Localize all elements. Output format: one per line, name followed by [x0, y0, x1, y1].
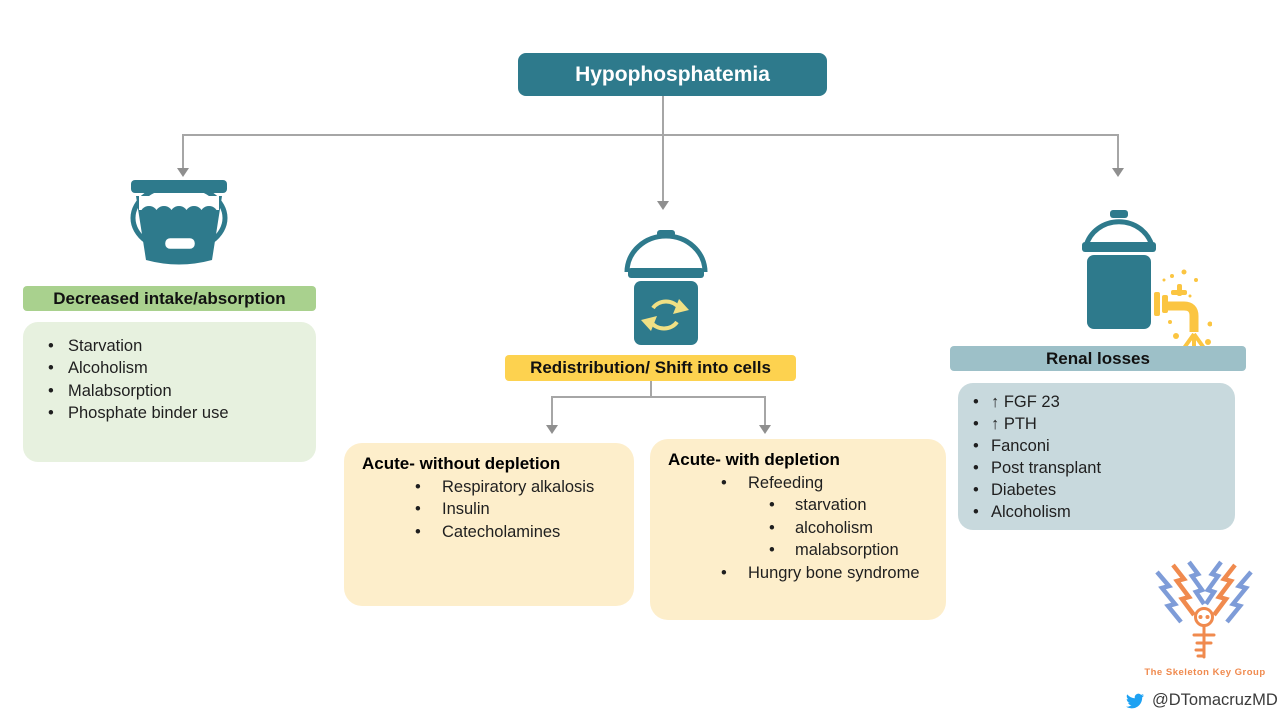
label-text: Redistribution/ Shift into cells: [530, 358, 771, 377]
skeleton-key-logo-icon: [1155, 560, 1253, 659]
bucket-faucet-icon: [1082, 210, 1212, 350]
twitter-handle: @DTomacruzMD: [1152, 691, 1278, 709]
acute-with-depletion-box: Acute- with depletion Refeeding starvati…: [650, 439, 946, 620]
logo-text: The Skeleton Key Group: [1144, 667, 1266, 678]
label-redistribution-shift: Redistribution/ Shift into cells: [505, 355, 796, 381]
list-item: Phosphate binder use: [23, 402, 316, 425]
decreased-intake-list-box: Starvation Alcoholism Malabsorption Phos…: [23, 322, 316, 462]
connector-horizontal-main: [183, 134, 1119, 136]
twitter-icon: [1126, 693, 1144, 708]
list-item: Fanconi: [958, 435, 1235, 457]
twitter-attribution: @DTomacruzMD: [1124, 691, 1278, 710]
title-box: Hypophosphatemia: [518, 53, 827, 96]
list-item: Alcoholism: [23, 357, 316, 380]
list-item: Insulin: [344, 498, 634, 521]
page-title: Hypophosphatemia: [575, 62, 770, 86]
arrow-down-icon: [1112, 168, 1124, 177]
label-renal-losses: Renal losses: [950, 346, 1246, 371]
connector-right-branch: [1117, 134, 1119, 168]
bucket-water-icon: [130, 180, 228, 265]
list-sub-item: starvation: [650, 494, 946, 517]
list-item: Refeeding: [650, 472, 946, 495]
label-decreased-intake-absorption: Decreased intake/absorption: [23, 286, 316, 311]
list-item: Diabetes: [958, 479, 1235, 501]
list-item: Starvation: [23, 335, 316, 358]
arrow-down-icon: [657, 201, 669, 210]
list-sub-item: alcoholism: [650, 517, 946, 540]
arrow-down-icon: [177, 168, 189, 177]
connector-sub-right: [764, 396, 766, 425]
arrow-down-icon: [546, 425, 558, 434]
list-item: ↑ PTH: [958, 413, 1235, 435]
connector-title-stem: [662, 96, 664, 134]
box-heading: Acute- with depletion: [668, 450, 840, 469]
connector-sub-left: [551, 396, 553, 425]
skeleton-key-group-logo: The Skeleton Key Group: [1140, 560, 1270, 678]
connector-sub-stem: [650, 381, 652, 397]
list-item: Malabsorption: [23, 380, 316, 403]
list-item: Hungry bone syndrome: [650, 562, 946, 585]
arrow-down-icon: [759, 425, 771, 434]
list-sub-item: malabsorption: [650, 539, 946, 562]
list-item: Alcoholism: [958, 501, 1235, 523]
label-text: Decreased intake/absorption: [53, 288, 286, 308]
box-heading: Acute- without depletion: [362, 454, 561, 473]
acute-without-depletion-box: Acute- without depletion Respiratory alk…: [344, 443, 634, 606]
connector-sub-horizontal: [551, 396, 766, 398]
bucket-shift-arrows-icon: [624, 230, 708, 345]
connector-left-branch: [182, 134, 184, 168]
list-item: Catecholamines: [344, 521, 634, 544]
connector-middle-branch: [662, 134, 664, 201]
list-item: Respiratory alkalosis: [344, 476, 634, 499]
list-item: ↑ FGF 23: [958, 391, 1235, 413]
list-item: Post transplant: [958, 457, 1235, 479]
label-text: Renal losses: [1046, 348, 1150, 368]
renal-losses-list-box: ↑ FGF 23 ↑ PTH Fanconi Post transplant D…: [958, 383, 1235, 530]
